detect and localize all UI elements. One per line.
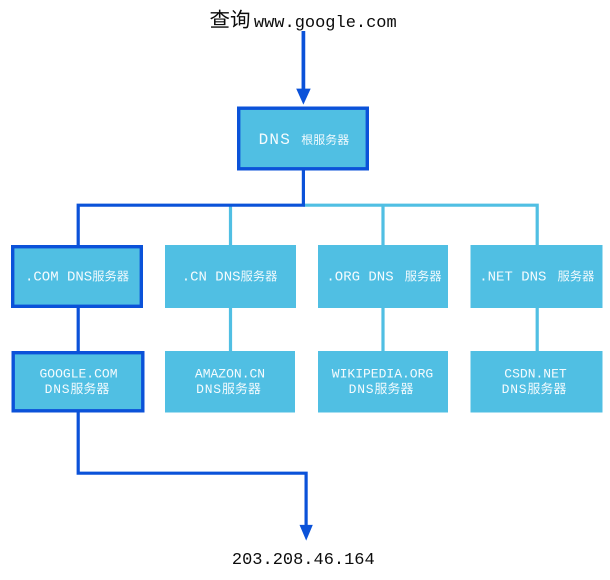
svg-text:.COM DNS: .COM DNS <box>25 270 92 286</box>
svg-text:203.208.46.164: 203.208.46.164 <box>232 551 375 570</box>
svg-text:CSDN.NET: CSDN.NET <box>504 366 567 381</box>
svg-text:.ORG DNS: .ORG DNS <box>326 270 393 286</box>
svg-text:DNS: DNS <box>45 382 71 397</box>
svg-text:DNS: DNS <box>196 382 222 397</box>
svg-text:DNS: DNS <box>259 131 291 149</box>
svg-text:WIKIPEDIA.ORG: WIKIPEDIA.ORG <box>332 366 433 381</box>
svg-text:AMAZON.CN: AMAZON.CN <box>195 366 265 381</box>
svg-text:DNS: DNS <box>349 382 375 397</box>
svg-text:.NET DNS: .NET DNS <box>479 270 546 286</box>
svg-text:DNS: DNS <box>502 382 528 397</box>
svg-text:GOOGLE.COM: GOOGLE.COM <box>40 366 118 381</box>
svg-text:.CN DNS: .CN DNS <box>182 270 241 286</box>
svg-text:www.google.com: www.google.com <box>254 14 397 33</box>
